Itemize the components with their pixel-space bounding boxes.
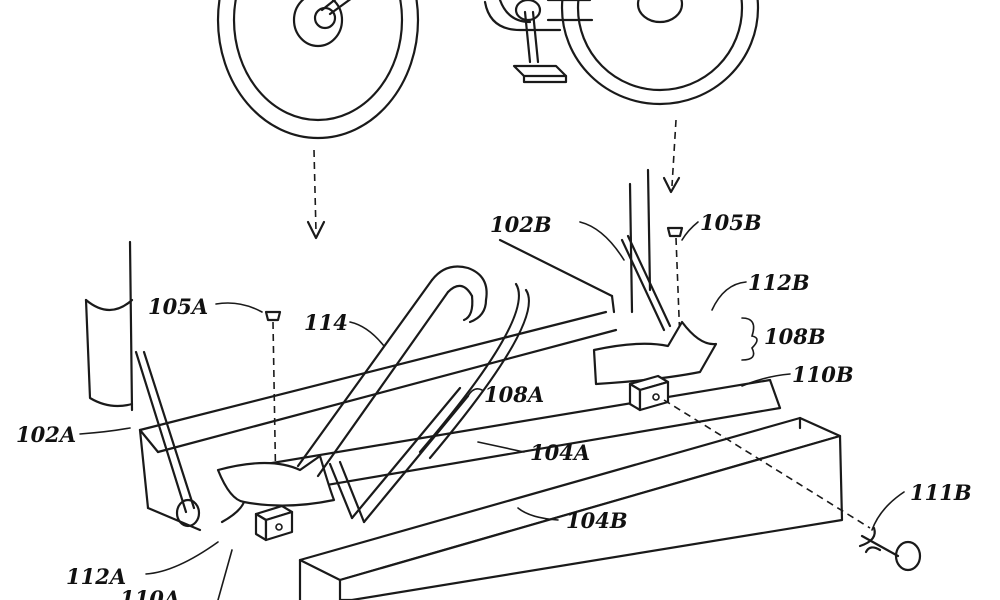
label-102B: 102B: [490, 212, 552, 237]
label-102A: 102A: [16, 422, 76, 447]
label-112A: 112A: [66, 564, 126, 589]
label-108B: 108B: [764, 324, 826, 349]
front-wheel: [216, 0, 420, 140]
handle-114: [296, 265, 488, 478]
label-105A: 105A: [148, 294, 208, 319]
label-108A: 108A: [484, 382, 544, 407]
label-110A: 110A: [120, 586, 180, 600]
label-110B: 110B: [792, 362, 854, 387]
label-104B: 104B: [566, 508, 628, 533]
cradle-112A: [216, 454, 336, 524]
bicycle-frame: [483, 0, 594, 84]
label-114: 114: [304, 310, 348, 335]
block-110B: [628, 374, 871, 529]
drop-arrows: [306, 119, 681, 240]
rail-108A: [328, 282, 531, 524]
base-platform: [138, 238, 844, 600]
upright-102B: [620, 168, 672, 332]
label-104A: 104A: [530, 440, 590, 465]
pin-111B: [858, 526, 922, 572]
label-111B: 111B: [910, 480, 972, 505]
leader-lines: [79, 221, 905, 600]
upright-102A: [84, 240, 201, 528]
label-112B: 112B: [748, 270, 810, 295]
bicycle: [216, 0, 760, 140]
block-110A: [254, 504, 294, 542]
reference-labels: 105A 114 108A 102A 104A 104B 112A 110A 1…: [16, 210, 972, 600]
rear-wheel: [560, 0, 760, 106]
label-105B: 105B: [700, 210, 762, 235]
